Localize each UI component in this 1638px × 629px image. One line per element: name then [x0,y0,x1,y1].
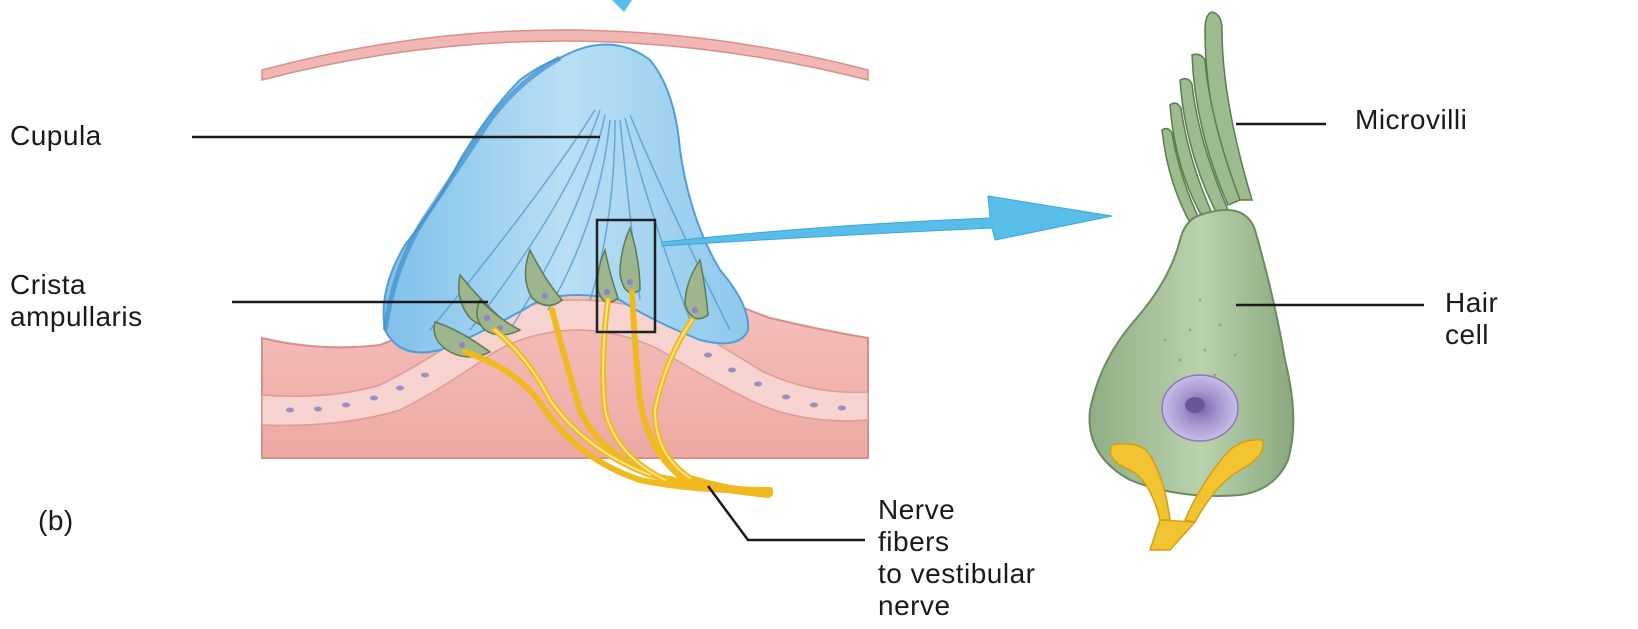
microvilli-bundle [1162,12,1252,228]
enlarged-hair-cell [1090,12,1294,550]
label-nerve-fibers: Nerve fibers to vestibular nerve [878,494,1035,622]
nucleolus [1185,397,1205,413]
label-cupula: Cupula [10,120,102,152]
top-arrow-tip [612,0,632,12]
panel-label: (b) [38,505,74,537]
nerve-fiber-right [1150,520,1195,550]
label-hair-cell: Hair cell [1445,287,1498,351]
nerve-fibers-leader [708,486,865,540]
label-crista-ampullaris: Crista ampullaris [10,269,143,333]
magnification-arrow [662,196,1112,246]
label-microvilli: Microvilli [1355,104,1467,136]
